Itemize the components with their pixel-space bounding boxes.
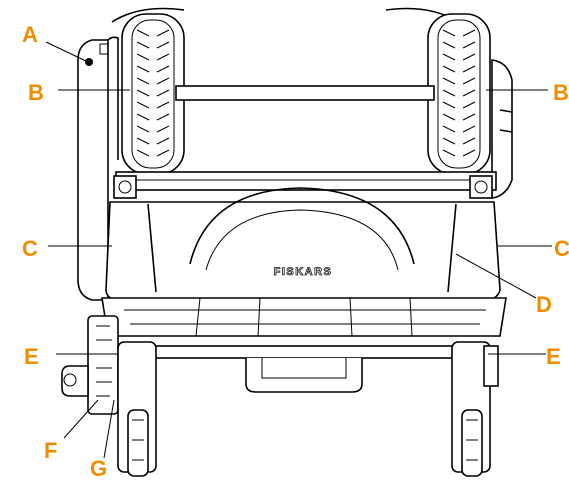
tread-chevron [136,41,170,49]
tread-chevron [442,149,476,157]
right-rear-wheel [427,13,491,175]
left-rear-wheel [121,13,185,175]
tread-chevron [442,113,476,121]
tread-chevron [442,89,476,97]
bolt-right [469,175,493,199]
tread-chevron [442,41,476,49]
tread-chevron [136,77,170,85]
tyre-tread [442,29,476,157]
motor-housing: FISKARS [105,187,501,303]
tread-chevron [442,53,476,61]
tread-chevron [136,125,170,133]
tread-chevron [136,89,170,97]
height-adjuster [61,315,119,415]
callout-c-left: C [22,236,38,261]
callouts: A B B C C D E E F G [22,22,569,481]
tread-chevron [136,53,170,61]
right-side-panel [491,59,513,199]
callout-e-right: E [546,344,561,369]
callout-a: A [22,22,38,47]
tread-chevron [442,65,476,73]
leader-lines [45,41,552,459]
tread-chevron [442,77,476,85]
tyre-tread [136,29,170,157]
carry-grip [245,358,363,393]
bolt-left [113,175,137,199]
tread-chevron [136,149,170,157]
tread-chevron [442,125,476,133]
tread-chevron [136,65,170,73]
rear-axle [175,85,435,101]
tread-chevron [136,113,170,121]
frame-bar [113,171,497,199]
callout-b-right: B [553,80,569,105]
callout-f: F [44,438,57,463]
tread-chevron [442,137,476,145]
callout-d: D [536,292,552,317]
front-right-wheel [451,341,499,477]
deck-lip [101,297,507,337]
tread-chevron [136,29,170,37]
tread-chevron [136,101,170,109]
callout-b-left: B [28,80,44,105]
brand-logo: FISKARS [274,266,333,278]
tread-chevron [136,137,170,145]
tread-chevron [442,29,476,37]
tread-chevron [442,101,476,109]
callout-e-left: E [24,344,39,369]
front-axle [149,345,463,359]
callout-g: G [90,456,107,481]
callout-c-right: C [554,236,569,261]
front-left-wheel [117,341,157,477]
